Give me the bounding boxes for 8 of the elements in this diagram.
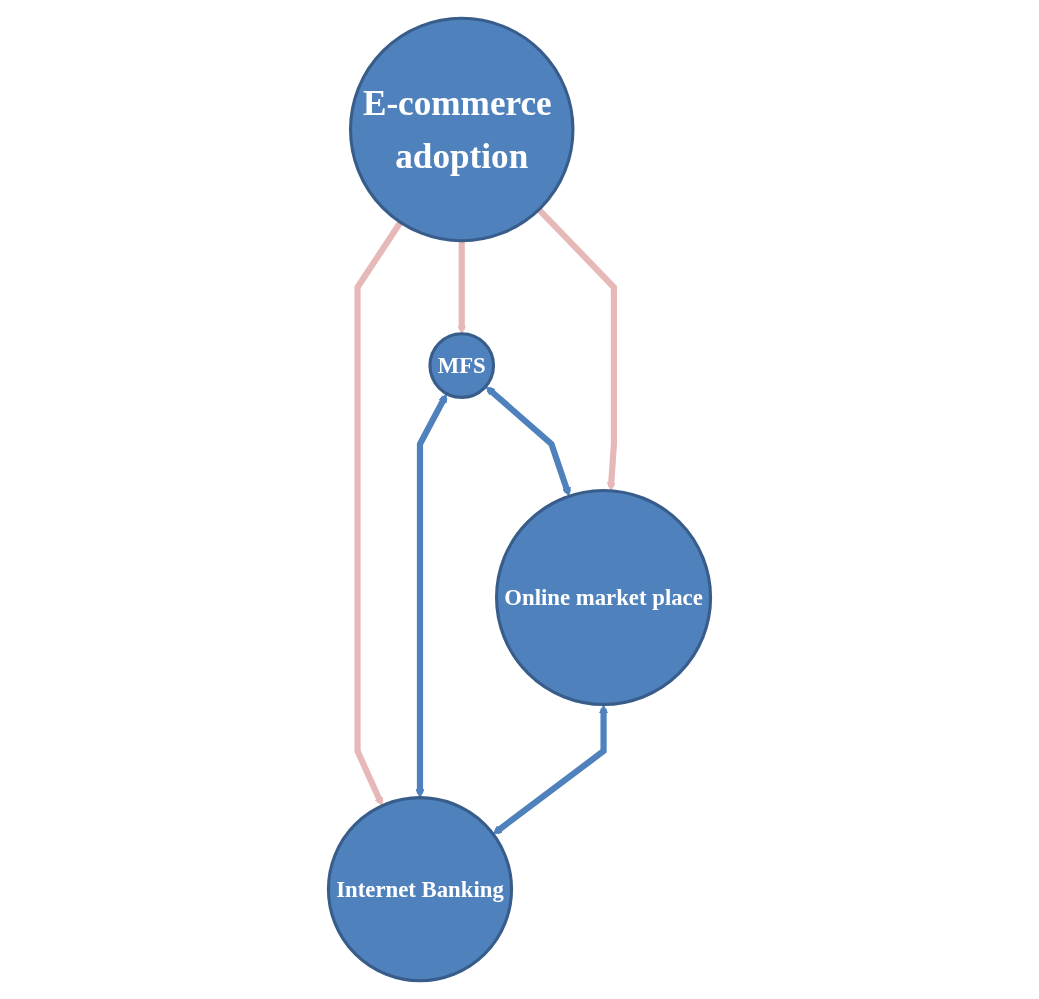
- node-circle: Internet Banking: [326, 796, 514, 983]
- node-circle: E-commerce adoption: [348, 16, 575, 243]
- arrow: [492, 704, 609, 835]
- node-circle: MFS: [428, 332, 496, 399]
- arrow: [354, 220, 404, 807]
- node-circle: Online market place: [495, 488, 713, 707]
- arrow: [485, 386, 571, 497]
- arrow: [536, 207, 617, 492]
